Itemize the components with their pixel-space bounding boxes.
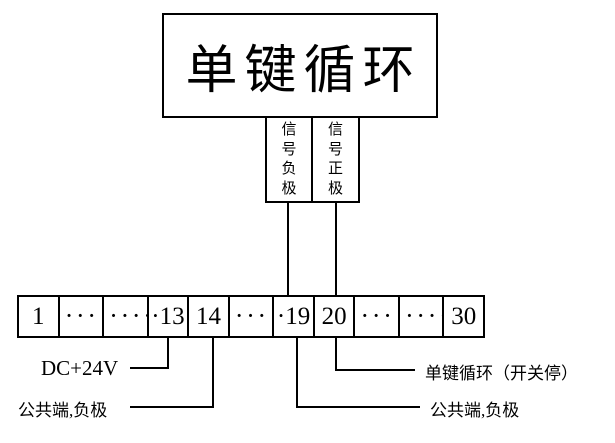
single-key-cycle-label: 单键循环 bbox=[185, 43, 422, 100]
signal-positive-label: 信号正极 bbox=[327, 122, 343, 197]
label-common-negative-left: 公共端,负极 bbox=[18, 401, 108, 420]
wire-dc24v-to-13 bbox=[130, 337, 169, 369]
wire-common-negative-to-14 bbox=[130, 337, 214, 408]
terminal-cell-20: 20 bbox=[315, 297, 356, 336]
signal-negative-box: 信号负极 bbox=[265, 116, 313, 203]
terminal-cell-dots: ····· bbox=[104, 297, 149, 336]
terminal-cell-dots: ··· bbox=[230, 297, 275, 336]
wire-common-negative-to-19 bbox=[296, 337, 420, 408]
signal-positive-box: 信号正极 bbox=[311, 116, 360, 203]
label-single-key-cycle-stop: 单键循环（开关停） bbox=[425, 364, 578, 383]
wire-cycle-stop-to-20 bbox=[335, 337, 415, 371]
label-dc24v: DC+24V bbox=[41, 356, 119, 380]
signal-negative-label: 信号负极 bbox=[281, 122, 297, 197]
label-common-negative-right: 公共端,负极 bbox=[430, 401, 520, 420]
terminal-cell-dots: ··· bbox=[355, 297, 400, 336]
terminal-cell-14: 14 bbox=[189, 297, 230, 336]
terminal-cell-dots: ··· bbox=[60, 297, 105, 336]
terminal-cell-13: ·13 bbox=[149, 297, 190, 336]
single-key-cycle-box: 单键循环 bbox=[162, 13, 438, 118]
terminal-cell-30: 30 bbox=[451, 302, 477, 330]
terminal-cell-dots: ····· bbox=[400, 297, 445, 336]
terminal-cell-1: 1 bbox=[19, 297, 60, 336]
terminal-cell-19: ·19 bbox=[274, 297, 315, 336]
terminal-strip: 1 ··· ····· ·13 14 ··· ·19 20 ··· ····· … bbox=[17, 295, 485, 338]
